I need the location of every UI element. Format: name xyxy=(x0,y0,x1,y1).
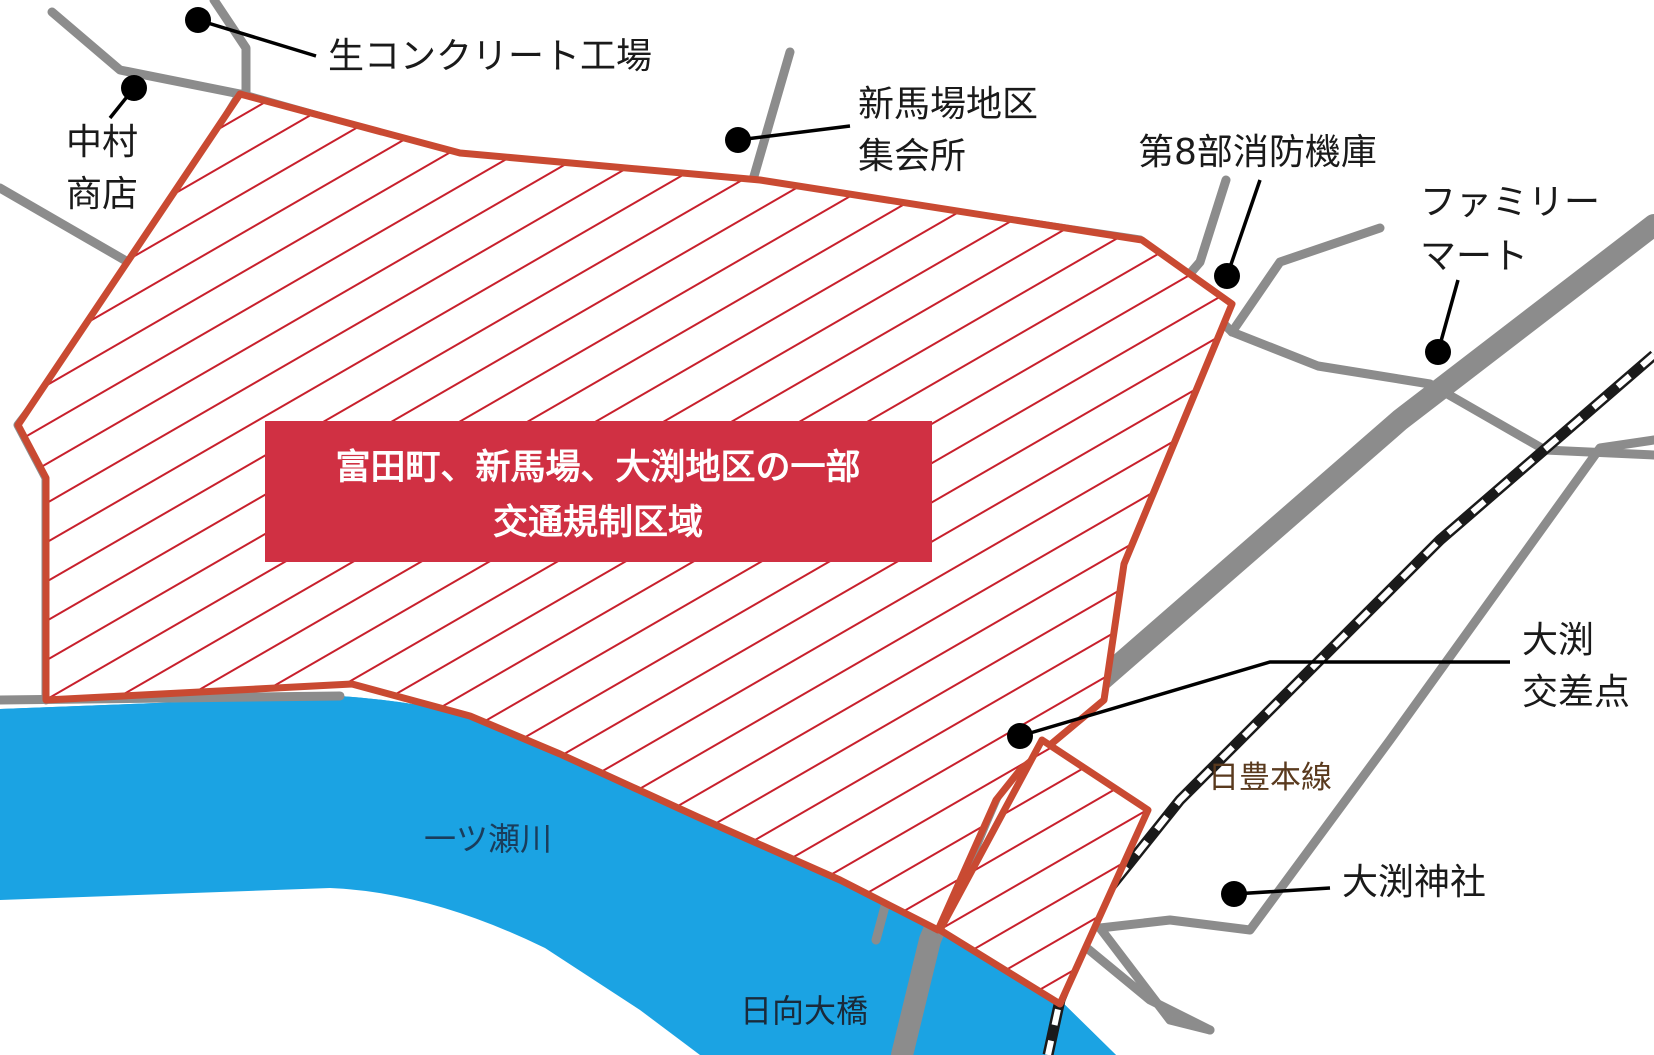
label-railway: 日豊本線 xyxy=(1208,760,1332,796)
restriction-zone-south xyxy=(936,736,1152,1008)
restriction-banner: 富田町、新馬場、大渕地区の一部 交通規制区域 xyxy=(265,421,932,562)
label-shinbaba-line2: 集会所 xyxy=(858,136,966,177)
location-dot-icon xyxy=(725,127,751,153)
banner-line-2: 交通規制区域 xyxy=(493,502,703,543)
label-shrine: 大渕神社 xyxy=(1342,862,1486,903)
road-southeast xyxy=(1095,435,1654,935)
label-river: 一ツ瀬川 xyxy=(424,820,552,858)
label-concrete-plant: 生コンクリート工場 xyxy=(328,36,652,77)
label-obuchi-line2: 交差点 xyxy=(1522,672,1630,713)
location-dot-icon xyxy=(1425,339,1451,365)
location-dot-icon xyxy=(1221,881,1247,907)
road-south-spur xyxy=(1095,923,1215,1035)
road-concrete-spur xyxy=(209,0,251,99)
location-dot-icon xyxy=(121,75,147,101)
leader-fire-depot xyxy=(1225,179,1262,277)
label-familymart-line1: ファミリー xyxy=(1420,182,1600,223)
place-labels: 生コンクリート工場 中村 商店 新馬場地区 集会所 第8部消防機庫 ファミリー … xyxy=(66,36,1630,1030)
leader-shrine xyxy=(1233,886,1331,896)
location-dot-icon xyxy=(1007,723,1033,749)
location-dot-icon xyxy=(185,7,211,33)
label-nakamura-line2: 商店 xyxy=(66,174,138,215)
banner-line-1: 富田町、新馬場、大渕地区の一部 xyxy=(335,447,860,488)
label-familymart-line2: マート xyxy=(1420,236,1528,277)
road-northeast xyxy=(1227,223,1385,337)
river-south-bank xyxy=(0,888,700,1055)
leader-obuchi-crossing xyxy=(1019,660,1510,738)
location-dot-icon xyxy=(1214,263,1240,289)
label-nakamura-line1: 中村 xyxy=(66,122,138,163)
leader-shinbaba xyxy=(737,124,851,142)
label-shinbaba-line1: 新馬場地区 xyxy=(858,84,1038,125)
leader-concrete xyxy=(197,18,317,58)
railway-dash xyxy=(1045,352,1654,1055)
label-fire-depot: 第8部消防機庫 xyxy=(1138,132,1377,173)
place-markers xyxy=(108,7,1510,907)
label-bridge: 日向大橋 xyxy=(740,992,868,1030)
label-obuchi-line1: 大渕 xyxy=(1522,620,1594,661)
banner-box xyxy=(265,421,932,562)
